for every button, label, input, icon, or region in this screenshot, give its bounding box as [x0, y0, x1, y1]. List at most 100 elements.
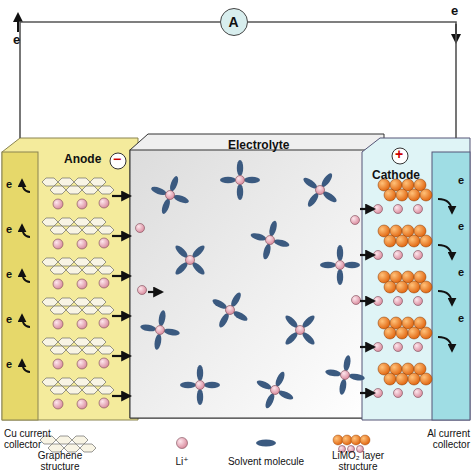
graphene-hex	[82, 186, 98, 194]
legend-solvent	[256, 440, 276, 447]
solvated-ion	[162, 232, 219, 289]
graphene-hex	[50, 186, 66, 194]
graphene-hex	[50, 306, 66, 314]
graphene-hex	[90, 298, 106, 306]
graphene-hex	[90, 378, 106, 386]
ammeter-circle: A	[220, 8, 248, 36]
electron-label: e	[458, 312, 464, 324]
limo2-atom	[408, 281, 420, 293]
solvent-molecule	[197, 389, 203, 405]
graphene-hex	[50, 346, 66, 354]
li-ion	[53, 359, 63, 369]
graphene-hex	[74, 258, 90, 266]
solvated-ion	[322, 352, 368, 398]
li-ion	[374, 297, 383, 306]
electron-arrow	[438, 337, 452, 351]
solvated-ion	[320, 245, 360, 285]
circuit-wire	[20, 22, 220, 138]
li-ion	[414, 205, 423, 214]
region-title: A	[228, 14, 238, 30]
graphene-hex	[74, 298, 90, 306]
graphene-hex	[58, 218, 74, 226]
electron-label: e	[6, 178, 12, 190]
legend-atom	[351, 435, 361, 445]
limo2-atom	[384, 281, 396, 293]
li-ion	[99, 318, 109, 328]
solvent-molecule	[237, 184, 243, 200]
legend-atom	[342, 435, 352, 445]
solvent-molecule	[244, 177, 260, 183]
limo2-atom	[396, 327, 408, 339]
region-title: Anode	[64, 152, 101, 166]
graphene-hex	[98, 226, 114, 234]
flow-arrow	[360, 346, 374, 348]
solvent-molecule	[150, 185, 167, 196]
li-ion	[374, 251, 383, 260]
graphene-hex	[90, 178, 106, 186]
legend-icons	[40, 435, 370, 453]
graphene-hex	[42, 338, 58, 346]
li-ion	[138, 286, 147, 295]
solvated-ion	[203, 283, 258, 338]
graphene-hex	[50, 226, 66, 234]
solvent-molecule	[343, 355, 352, 372]
cell-region: Electrolyte	[130, 134, 384, 418]
graphene-hex	[98, 266, 114, 274]
li-ion	[269, 384, 281, 396]
limo2-atom	[420, 281, 432, 293]
graphene-hex	[82, 306, 98, 314]
graphene-hex	[66, 346, 82, 354]
electron-label: e	[451, 3, 458, 18]
flow-arrow	[148, 291, 162, 293]
solvent-molecule	[277, 389, 294, 402]
electron-arrow	[22, 360, 30, 372]
solvated-ion	[144, 169, 195, 220]
li-ion	[394, 389, 403, 398]
graphene-hex	[80, 444, 96, 452]
legend-atom	[333, 435, 343, 445]
li-ion	[77, 399, 87, 409]
li-ion	[414, 297, 423, 306]
electron-arrow	[22, 180, 30, 192]
li-ion	[336, 261, 345, 270]
electron-label: e	[458, 266, 464, 278]
graphene-hex	[42, 298, 58, 306]
graphene-hex	[82, 346, 98, 354]
circuit-wire	[248, 22, 456, 138]
solvated-ion	[137, 307, 183, 353]
li-ion	[177, 438, 188, 449]
limo2-atom	[396, 189, 408, 201]
solvent-molecule	[153, 333, 162, 350]
limo2-atom	[420, 235, 432, 247]
solvated-ion	[220, 160, 260, 200]
graphene-hex	[82, 226, 98, 234]
solvent-molecule	[197, 365, 203, 381]
graphene-hex	[74, 178, 90, 186]
graphene-hex	[74, 338, 90, 346]
li-ion	[414, 251, 423, 260]
limo2-atom	[384, 235, 396, 247]
solvent-molecule	[268, 220, 278, 237]
graphene-hex	[90, 338, 106, 346]
graphene-hex	[66, 226, 82, 234]
solvent-molecule	[264, 392, 277, 409]
solvated-ion	[272, 302, 329, 359]
li-ion	[294, 324, 307, 337]
li-ion	[224, 304, 236, 316]
li-ion	[394, 343, 403, 352]
terminal-sign: +	[395, 146, 403, 162]
graphene-hex	[56, 436, 72, 444]
solvent-molecule	[262, 243, 272, 260]
flow-arrow	[360, 254, 374, 256]
li-ion	[53, 319, 63, 329]
limo2-atom	[408, 235, 420, 247]
graphene-hex	[66, 266, 82, 274]
li-ion	[351, 216, 360, 225]
graphene-hex	[90, 258, 106, 266]
region-title: Cathode	[372, 168, 420, 182]
li-ion	[99, 198, 109, 208]
li-ion	[164, 189, 176, 201]
electron-arrow	[22, 225, 30, 237]
